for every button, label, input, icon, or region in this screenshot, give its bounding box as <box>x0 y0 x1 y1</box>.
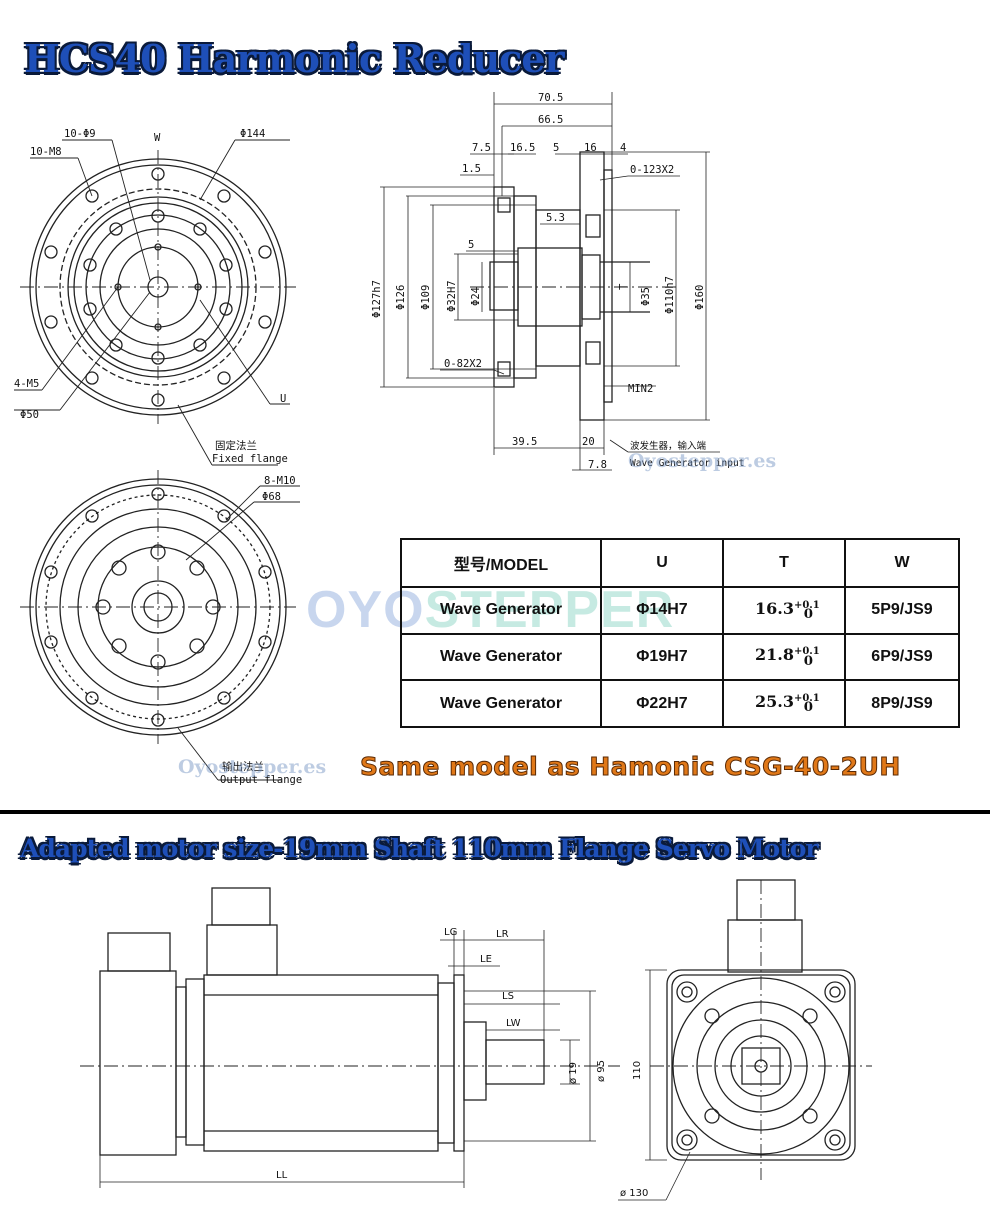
watermark-site: Oyostepper.es <box>628 450 777 472</box>
dim-70-5: 70.5 <box>538 92 563 104</box>
dim-0-123x2: 0-123X2 <box>630 164 674 176</box>
cell-t: 21.8+0.10 <box>722 632 846 682</box>
cell-t: 16.3+0.10 <box>722 586 846 635</box>
same-model-note: Same model as Hamonic CSG-40-2UH <box>360 752 901 782</box>
cell-w: 8P9/JS9 <box>844 679 960 728</box>
dim-5-3: 5.3 <box>546 212 565 224</box>
dim-phi68: Φ68 <box>262 491 281 503</box>
fixed-flange-cn: 固定法兰 <box>215 439 257 452</box>
tol-upper: +0.1 <box>793 599 820 611</box>
dim-phi109: Φ109 <box>420 285 432 310</box>
dim-16-5: 16.5 <box>510 142 535 154</box>
col-u: U <box>600 537 724 589</box>
tol-lower: 0 <box>803 606 814 623</box>
tol-lower: 0 <box>803 699 814 716</box>
fixed-flange-en: Fixed flange <box>212 453 288 465</box>
dim-ls: LS <box>502 991 514 1002</box>
spec-table: 型号/MODEL U T W Wave Generator Φ14H7 16.3… <box>400 537 960 728</box>
cell-u: Φ19H7 <box>600 632 724 682</box>
cell-model: Wave Generator <box>400 679 602 728</box>
reducer-back-view <box>20 470 300 781</box>
dim-ll: LL <box>276 1170 288 1181</box>
reducer-title: HCS40 Harmonic Reducer <box>24 36 565 81</box>
dim-w: W <box>154 132 161 144</box>
t-value: 21.8 <box>754 645 794 665</box>
dim-7-8: 7.8 <box>588 459 607 471</box>
dim-10-m8: 10-M8 <box>30 146 62 158</box>
dim-66-5: 66.5 <box>538 114 563 126</box>
col-t: T <box>722 537 846 589</box>
dim-8-m10: 8-M10 <box>264 475 296 487</box>
dim-u: U <box>280 393 286 405</box>
dim-10-phi9: 10-Φ9 <box>64 128 96 140</box>
dim-39-5: 39.5 <box>512 436 537 448</box>
tol-lower: 0 <box>803 652 814 669</box>
dim-5-mid: 5 <box>468 239 474 251</box>
dim-phi110h7: Φ110h7 <box>664 276 676 314</box>
cell-w: 5P9/JS9 <box>844 586 960 635</box>
dim-phi35: Φ35 <box>640 287 652 306</box>
reducer-front-view <box>14 139 296 466</box>
watermark-site-2: Oyostepper.es <box>178 756 327 778</box>
dim-110: 110 <box>632 1061 643 1080</box>
col-model: 型号/MODEL <box>400 537 602 589</box>
dim-phi127h7: Φ127h7 <box>371 280 383 318</box>
dim-4-m5: 4-M5 <box>14 378 39 390</box>
dim-lg: LG <box>444 927 457 938</box>
dim-phi95: ø 95 <box>596 1060 607 1082</box>
table-header-row: 型号/MODEL U T W <box>400 537 960 589</box>
table-row: Wave Generator Φ14H7 16.3+0.10 5P9/JS9 <box>400 586 960 635</box>
dim-phi24: Φ24 <box>470 287 482 306</box>
dim-lw: LW <box>506 1018 521 1029</box>
cell-u: Φ22H7 <box>600 679 724 728</box>
motor-front-view <box>618 879 872 1201</box>
tol-upper: +0.1 <box>793 646 820 658</box>
dim-phi32h7: Φ32H7 <box>446 280 458 312</box>
section-divider <box>0 810 990 814</box>
dim-phi144: Φ144 <box>240 128 265 140</box>
dim-le: LE <box>480 954 492 965</box>
t-value: 25.3 <box>754 692 794 712</box>
dim-t: T <box>618 283 630 290</box>
cell-model: Wave Generator <box>400 586 602 635</box>
dim-phi126: Φ126 <box>395 285 407 310</box>
dim-7-5: 7.5 <box>472 142 491 154</box>
dim-min2: MIN2 <box>628 383 653 395</box>
dim-phi50: Φ50 <box>20 409 39 421</box>
dim-20: 20 <box>582 436 595 448</box>
reducer-side-view <box>380 92 720 471</box>
cell-w: 6P9/JS9 <box>844 632 960 682</box>
t-value: 16.3 <box>754 598 794 618</box>
wave-generator-input-cn: 波发生器，输入端 <box>630 440 707 452</box>
dim-1-5: 1.5 <box>462 163 481 175</box>
dim-lr: LR <box>496 929 509 940</box>
dim-0-82x2: 0-82X2 <box>444 358 482 370</box>
tol-upper: +0.1 <box>793 692 820 704</box>
col-w: W <box>844 537 960 589</box>
cell-u: Φ14H7 <box>600 586 724 635</box>
table-row: Wave Generator Φ19H7 21.8+0.10 6P9/JS9 <box>400 632 960 682</box>
dim-phi160: Φ160 <box>694 285 706 310</box>
cell-model: Wave Generator <box>400 632 602 682</box>
output-flange-cn: 输出法兰 <box>222 760 264 773</box>
wave-generator-input-en: Wave Generator input <box>630 458 744 469</box>
dim-4: 4 <box>620 142 626 154</box>
dim-phi130: ø 130 <box>620 1188 648 1199</box>
output-flange-en: Output flange <box>220 774 302 786</box>
motor-side-view <box>80 887 620 1188</box>
table-row: Wave Generator Φ22H7 25.3+0.10 8P9/JS9 <box>400 679 960 728</box>
dim-16: 16 <box>584 142 597 154</box>
motor-title: Adapted motor size-19mm Shaft 110mm Flan… <box>20 834 819 863</box>
dim-phi19: ø 19 <box>568 1062 579 1084</box>
cell-t: 25.3+0.10 <box>722 679 846 728</box>
dim-5-top: 5 <box>553 142 559 154</box>
